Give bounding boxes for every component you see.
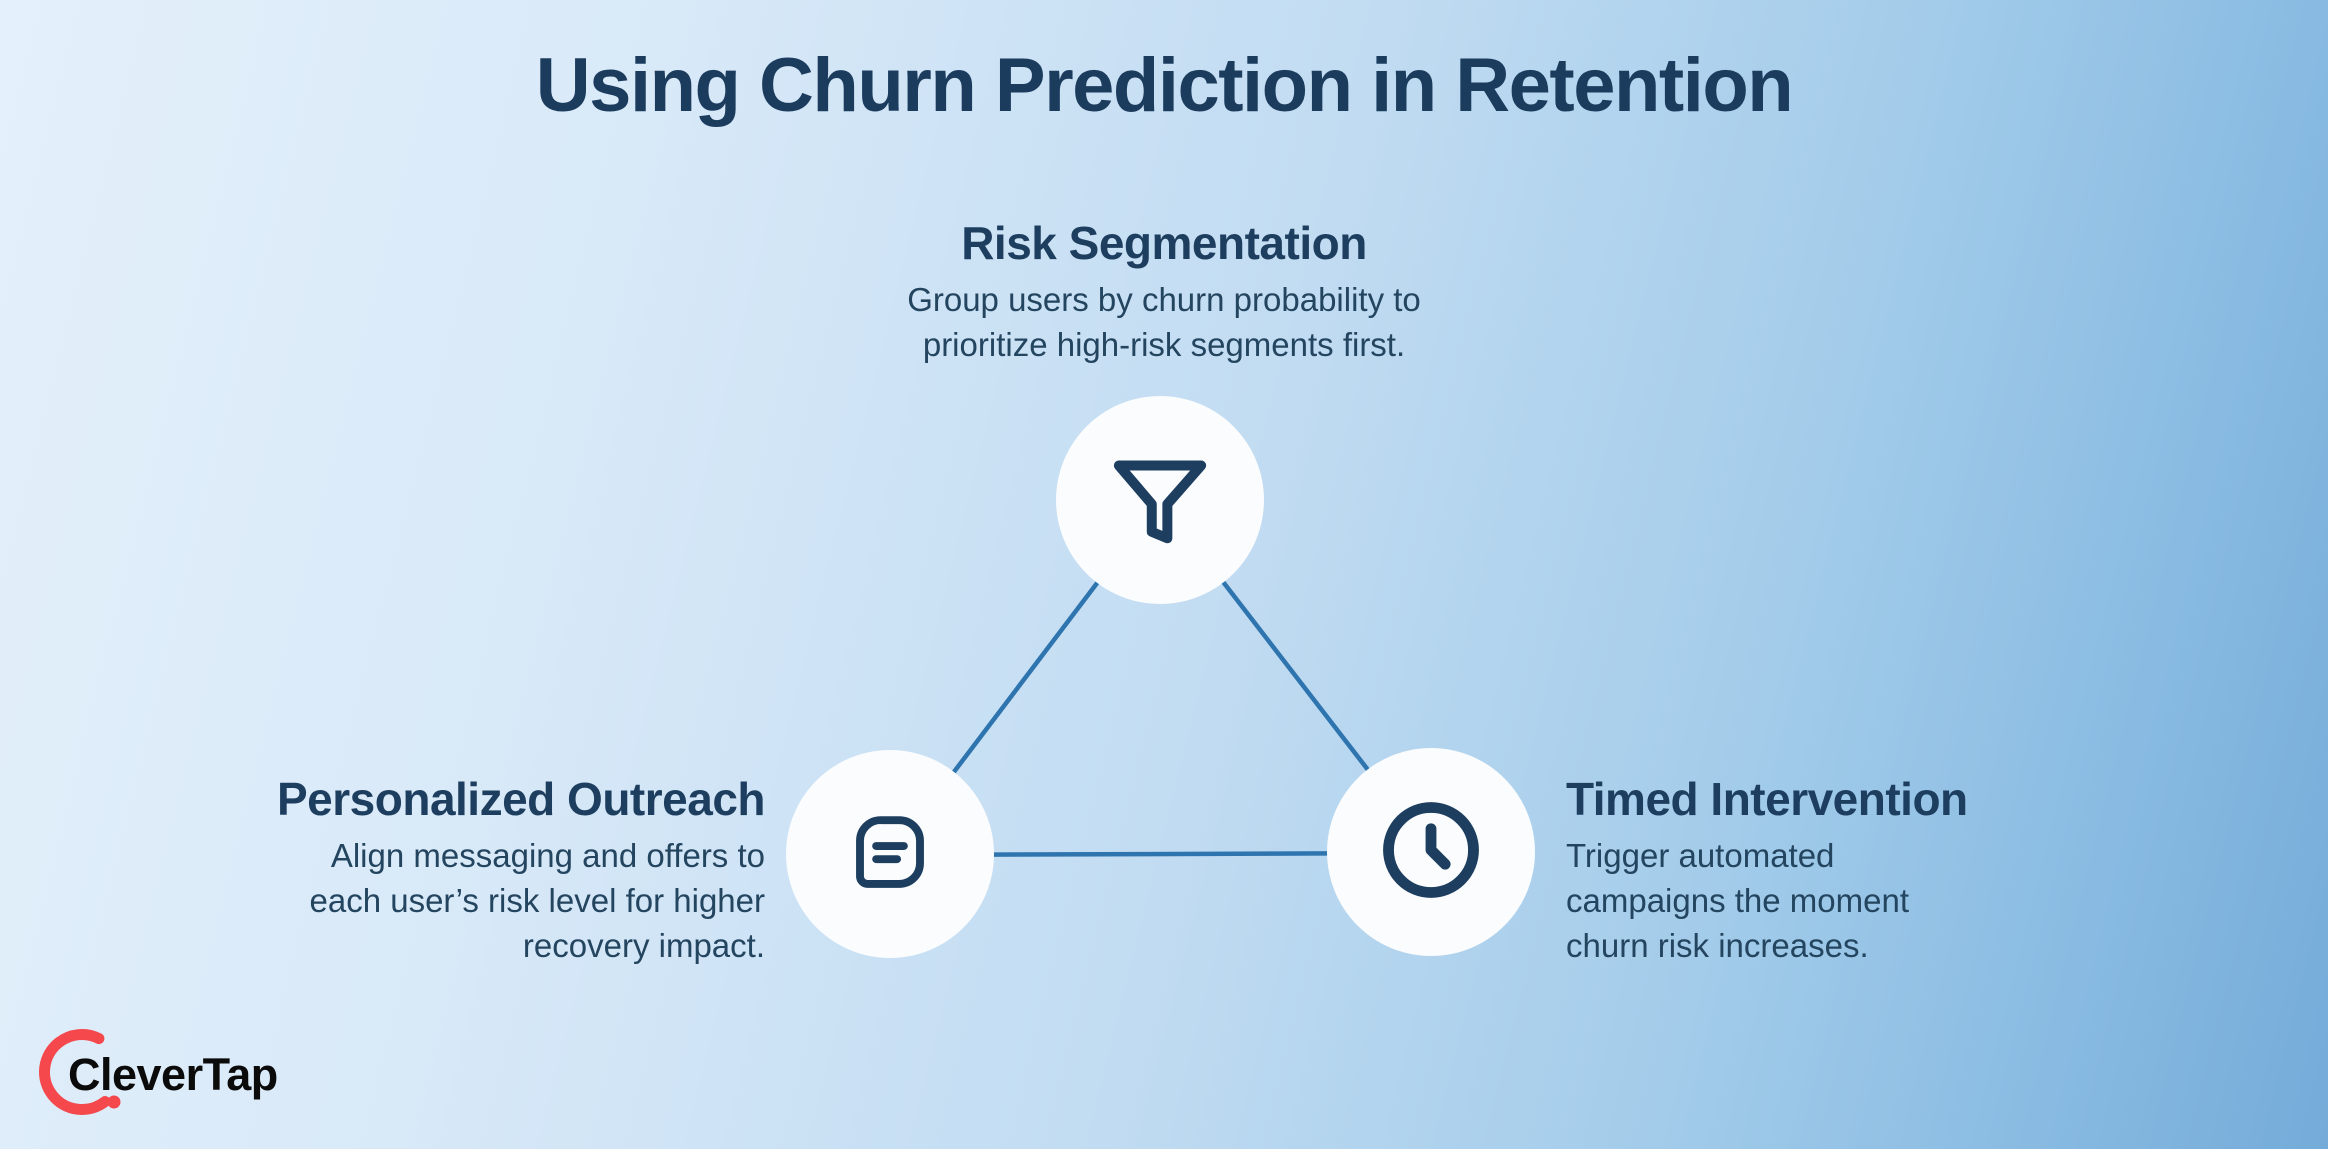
funnel-icon — [1108, 446, 1212, 555]
personalized-outreach-node — [786, 750, 994, 958]
risk-segmentation-body: Group users by churn probability to prio… — [907, 281, 1421, 364]
timed-intervention-node — [1327, 748, 1535, 956]
risk-segmentation-block: Risk Segmentation Group users by churn p… — [784, 216, 1544, 368]
chat-bubble-icon — [845, 807, 935, 902]
personalized-outreach-block: Personalized Outreach Align messaging an… — [145, 772, 766, 969]
timed-intervention-heading: Timed Intervention — [1566, 773, 1968, 825]
risk-segmentation-heading: Risk Segmentation — [961, 217, 1367, 269]
clevertap-logo: CleverTap — [28, 1012, 358, 1137]
timed-intervention-body: Trigger automated campaigns the moment c… — [1566, 837, 1910, 964]
clock-icon — [1381, 800, 1481, 905]
personalized-outreach-body: Align messaging and offers to each user’… — [309, 837, 766, 964]
page-title: Using Churn Prediction in Retention — [535, 43, 1794, 128]
timed-intervention-block: Timed Intervention Trigger automated cam… — [1566, 772, 2086, 969]
clevertap-logo-text: CleverTap — [68, 1049, 278, 1100]
personalized-outreach-heading: Personalized Outreach — [277, 773, 766, 825]
risk-segmentation-node — [1056, 396, 1264, 604]
clevertap-arc-icon — [39, 1029, 125, 1115]
